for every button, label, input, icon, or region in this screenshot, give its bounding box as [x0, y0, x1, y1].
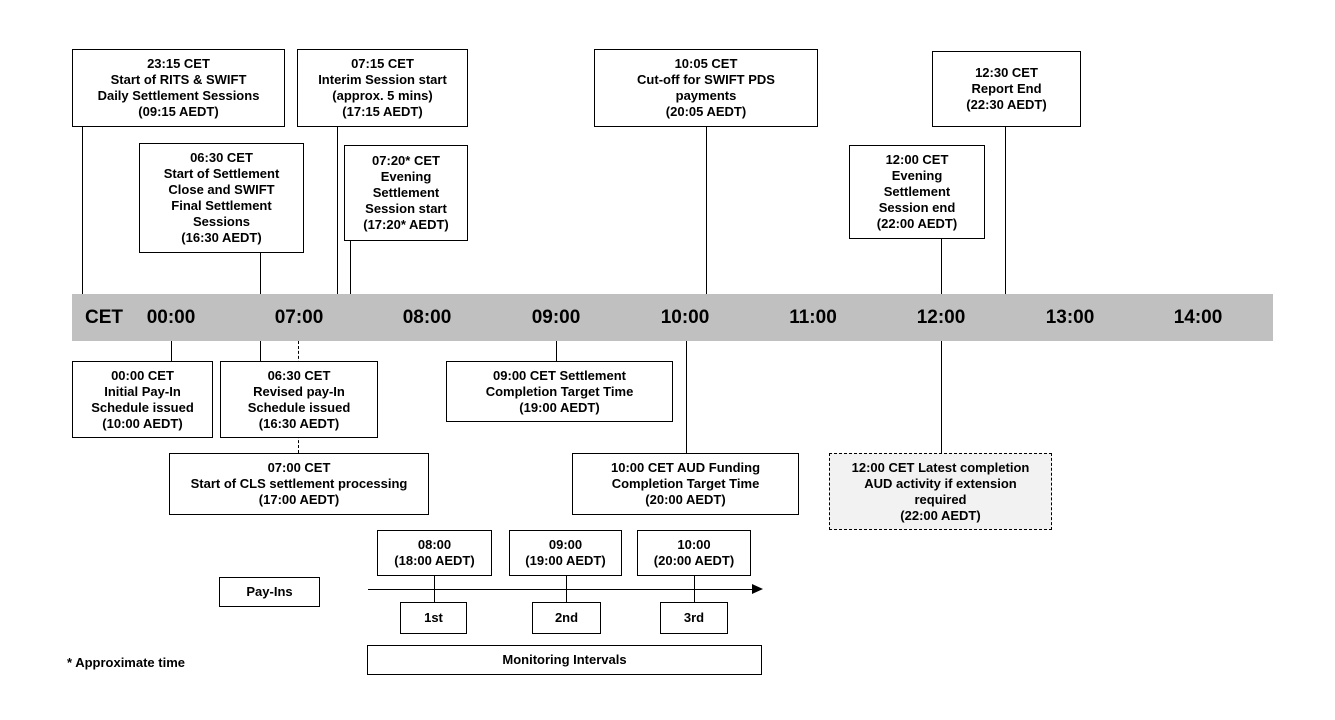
timeline-band	[72, 294, 1273, 341]
payin-ordinal-box: 2nd	[532, 602, 601, 634]
timezone-label: CET	[85, 307, 123, 328]
connector-line	[260, 341, 261, 361]
payin-ordinal-box: 3rd	[660, 602, 728, 634]
hour-label: 08:00	[402, 307, 452, 328]
monitoring-intervals-box: Monitoring Intervals	[367, 645, 762, 675]
connector-line	[941, 239, 942, 294]
footnote: * Approximate time	[67, 655, 185, 670]
connector-line	[350, 241, 351, 294]
hour-label: 13:00	[1045, 307, 1095, 328]
hour-label: 00:00	[146, 307, 196, 328]
hour-label: 11:00	[789, 307, 837, 328]
hour-label: 12:00	[916, 307, 966, 328]
hour-label: 10:00	[660, 307, 710, 328]
connector-line	[706, 127, 707, 294]
payins-arrow-line	[368, 589, 753, 590]
connector-line	[1005, 127, 1006, 294]
connector-line	[82, 127, 83, 294]
connector-line	[566, 576, 567, 602]
arrow-head-icon	[752, 584, 763, 594]
connector-line	[941, 341, 942, 453]
connector-line	[434, 576, 435, 602]
hour-label: 14:00	[1173, 307, 1223, 328]
connector-line	[694, 576, 695, 602]
payin-time-box: 08:00(18:00 AEDT)	[377, 530, 492, 576]
payin-time-box: 09:00(19:00 AEDT)	[509, 530, 622, 576]
connector-line	[260, 253, 261, 294]
connector-line	[171, 341, 172, 361]
hour-label: 09:00	[531, 307, 581, 328]
connector-line	[686, 341, 687, 453]
hour-label: 07:00	[274, 307, 324, 328]
payins-label: Pay-Ins	[219, 577, 320, 607]
connector-line	[337, 127, 338, 294]
payin-ordinal-box: 1st	[400, 602, 467, 634]
payin-time-box: 10:00(20:00 AEDT)	[637, 530, 751, 576]
connector-line	[556, 341, 557, 361]
